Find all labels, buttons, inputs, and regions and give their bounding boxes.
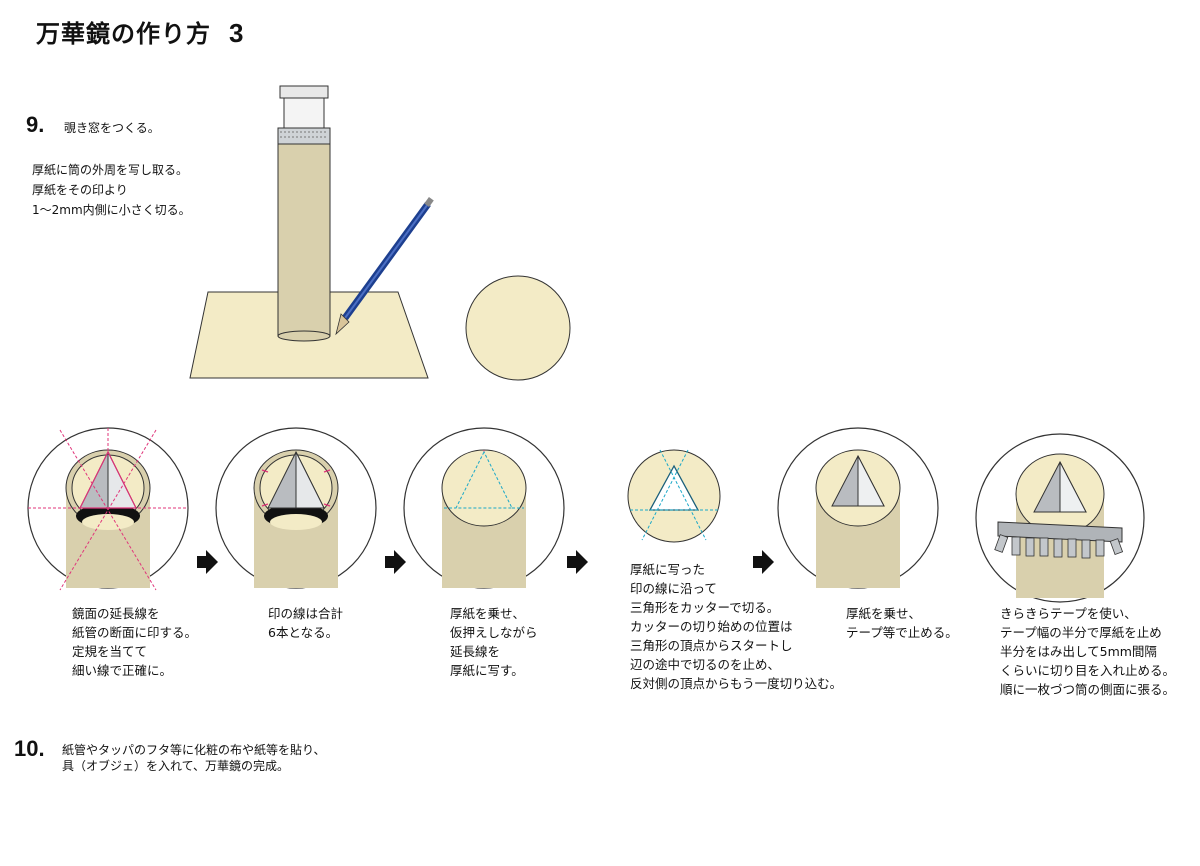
step10-body: 紙管やタッパのフタ等に化粧の布や紙等を貼り、 具（オブジェ）を入れて、万華鏡の完… [62, 743, 326, 773]
caption-3: 厚紙を乗せ、 仮押えしながら 延長線を 厚紙に写す。 [450, 606, 538, 678]
cut-cardboard-disc [465, 275, 571, 381]
detail-circle-2 [215, 427, 377, 589]
page-number: 3 [229, 18, 245, 48]
caption-4: 厚紙に写った 印の線に沿って 三角形をカッターで切る。 カッターの切り始めの位置… [630, 562, 843, 691]
caption-1: 鏡面の延長線を 紙管の断面に印する。 定規を当てて 細い線で正確に。 [72, 606, 198, 678]
title-text: 万華鏡の作り方 [36, 20, 211, 48]
arrow-right-icon [567, 550, 588, 574]
step9-number: 9. [26, 112, 45, 137]
step10-number: 10. [14, 736, 45, 761]
paper-tube [277, 139, 331, 337]
tube-cap [277, 127, 331, 145]
cardboard-sheet [189, 291, 429, 379]
detail-circle-1 [27, 427, 189, 591]
caption-6: きらきらテープを使い、 テープ幅の半分で厚紙を止め 半分をはみ出して5mm間隔 … [1000, 606, 1176, 697]
page-title: 万華鏡の作り方 3 [36, 14, 244, 49]
arrow-right-icon [197, 550, 218, 574]
caption-2: 印の線は合計 6本となる。 [268, 606, 344, 640]
step9-heading: 覗き窓をつくる。 [64, 121, 160, 135]
pencil-icon [335, 197, 434, 336]
arrow-right-icon [385, 550, 406, 574]
detail-circle-3 [403, 427, 565, 589]
step9-body: 厚紙に筒の外周を写し取る。 厚紙をその印より 1～2mm内側に小さく切る。 [32, 163, 191, 217]
caption-5: 厚紙を乗せ、 テープ等で止める。 [846, 606, 958, 640]
detail-circle-6 [975, 433, 1145, 603]
detail-circle-4 [627, 449, 721, 543]
